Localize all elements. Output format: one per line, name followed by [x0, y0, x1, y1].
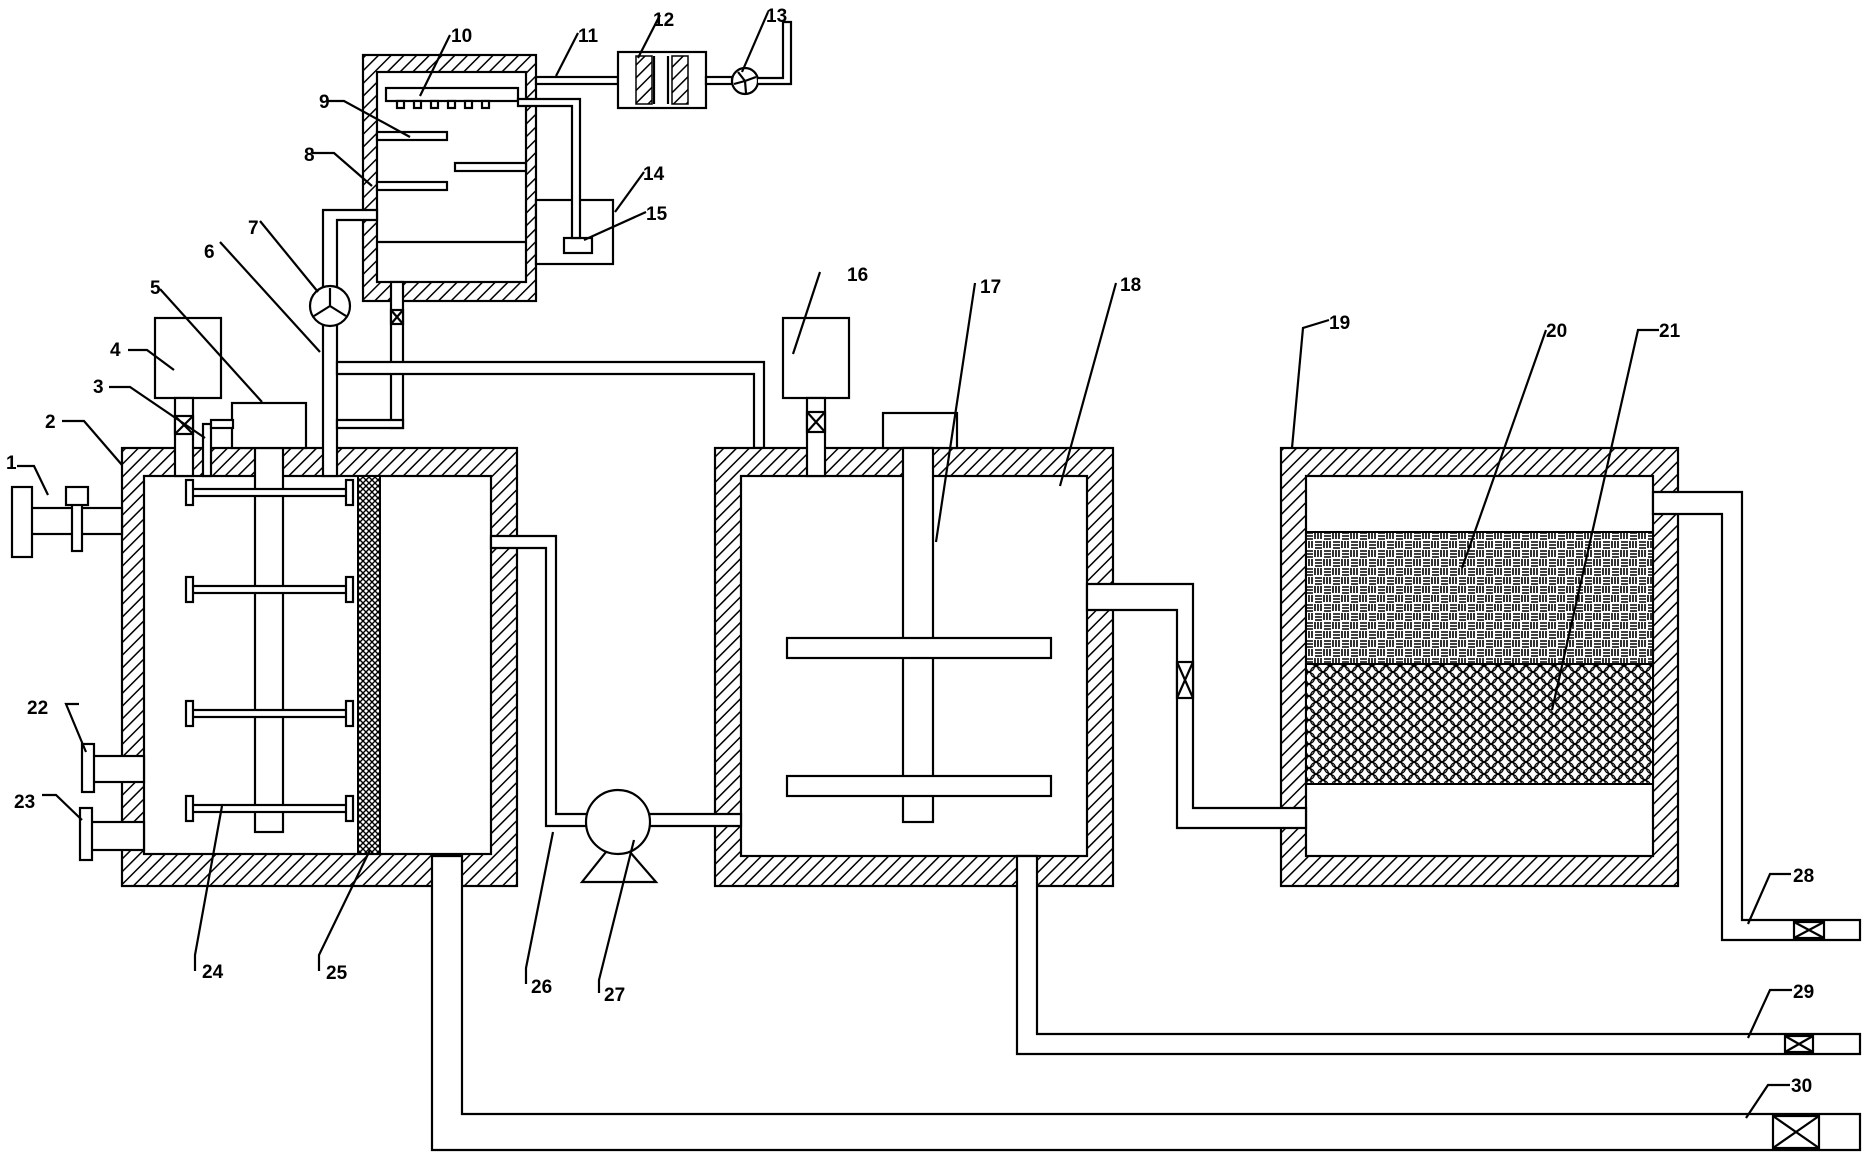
label-16: 16	[847, 265, 868, 286]
label-30: 30	[1791, 1076, 1812, 1097]
label-14: 14	[643, 164, 665, 185]
inlet-1	[10, 485, 124, 559]
label-26: 26	[531, 977, 552, 998]
paddle-upper	[785, 636, 1053, 660]
valve-icon	[805, 410, 827, 434]
label-22: 22	[27, 698, 48, 719]
label-1: 1	[6, 453, 17, 474]
mixer-shaft-17	[901, 446, 935, 824]
motor-box-5	[230, 401, 308, 450]
valve-icon	[1175, 660, 1195, 700]
spray-bar-10	[384, 86, 520, 110]
label-27: 27	[604, 985, 625, 1006]
outlet-pipe-30	[430, 854, 1862, 1152]
label-4: 4	[110, 340, 121, 361]
label-3: 3	[93, 377, 104, 398]
dosing-box-4	[153, 316, 223, 400]
label-23: 23	[14, 792, 35, 813]
baffles-9	[375, 130, 528, 192]
outlet-pipe-29	[1015, 854, 1862, 1056]
label-21: 21	[1659, 321, 1681, 342]
outlet-23	[78, 806, 146, 862]
media-layer-20	[1305, 531, 1654, 665]
label-13: 13	[766, 6, 787, 27]
label-25: 25	[326, 963, 348, 984]
label-12: 12	[653, 10, 674, 31]
label-7: 7	[248, 218, 259, 239]
filter-screen-25	[357, 475, 381, 855]
label-24: 24	[202, 962, 224, 983]
pump-15	[562, 236, 594, 255]
valve-icon	[1783, 1034, 1815, 1054]
label-6: 6	[204, 242, 215, 263]
outlet-pipe-28	[1651, 490, 1862, 942]
label-20: 20	[1546, 321, 1567, 342]
valve-icon	[1792, 920, 1826, 940]
label-8: 8	[304, 145, 315, 166]
mixer-motor	[881, 411, 959, 450]
fan-7	[308, 284, 352, 328]
label-9: 9	[319, 92, 330, 113]
dosing-box-16	[781, 316, 851, 400]
fan-icon	[730, 66, 760, 96]
valve-icon	[389, 308, 405, 326]
label-28: 28	[1793, 866, 1814, 887]
label-2: 2	[45, 412, 56, 433]
label-10: 10	[451, 26, 472, 47]
leader-lines	[17, 11, 1792, 1119]
label-5: 5	[150, 278, 161, 299]
tank-1	[120, 446, 519, 888]
filter-12	[616, 50, 708, 110]
shaft-24	[253, 446, 285, 834]
label-29: 29	[1793, 982, 1814, 1003]
label-19: 19	[1329, 313, 1350, 334]
valve-icon	[1771, 1114, 1821, 1150]
label-11: 11	[578, 26, 599, 47]
paddle-lower	[785, 774, 1053, 798]
pump-27	[579, 788, 659, 884]
media-layer-21	[1305, 663, 1654, 785]
outlet-22	[80, 742, 146, 794]
label-15: 15	[646, 204, 668, 225]
pipe-11	[534, 75, 620, 86]
scraper-arms	[184, 478, 355, 823]
label-17: 17	[980, 277, 1001, 298]
label-18: 18	[1120, 275, 1141, 296]
